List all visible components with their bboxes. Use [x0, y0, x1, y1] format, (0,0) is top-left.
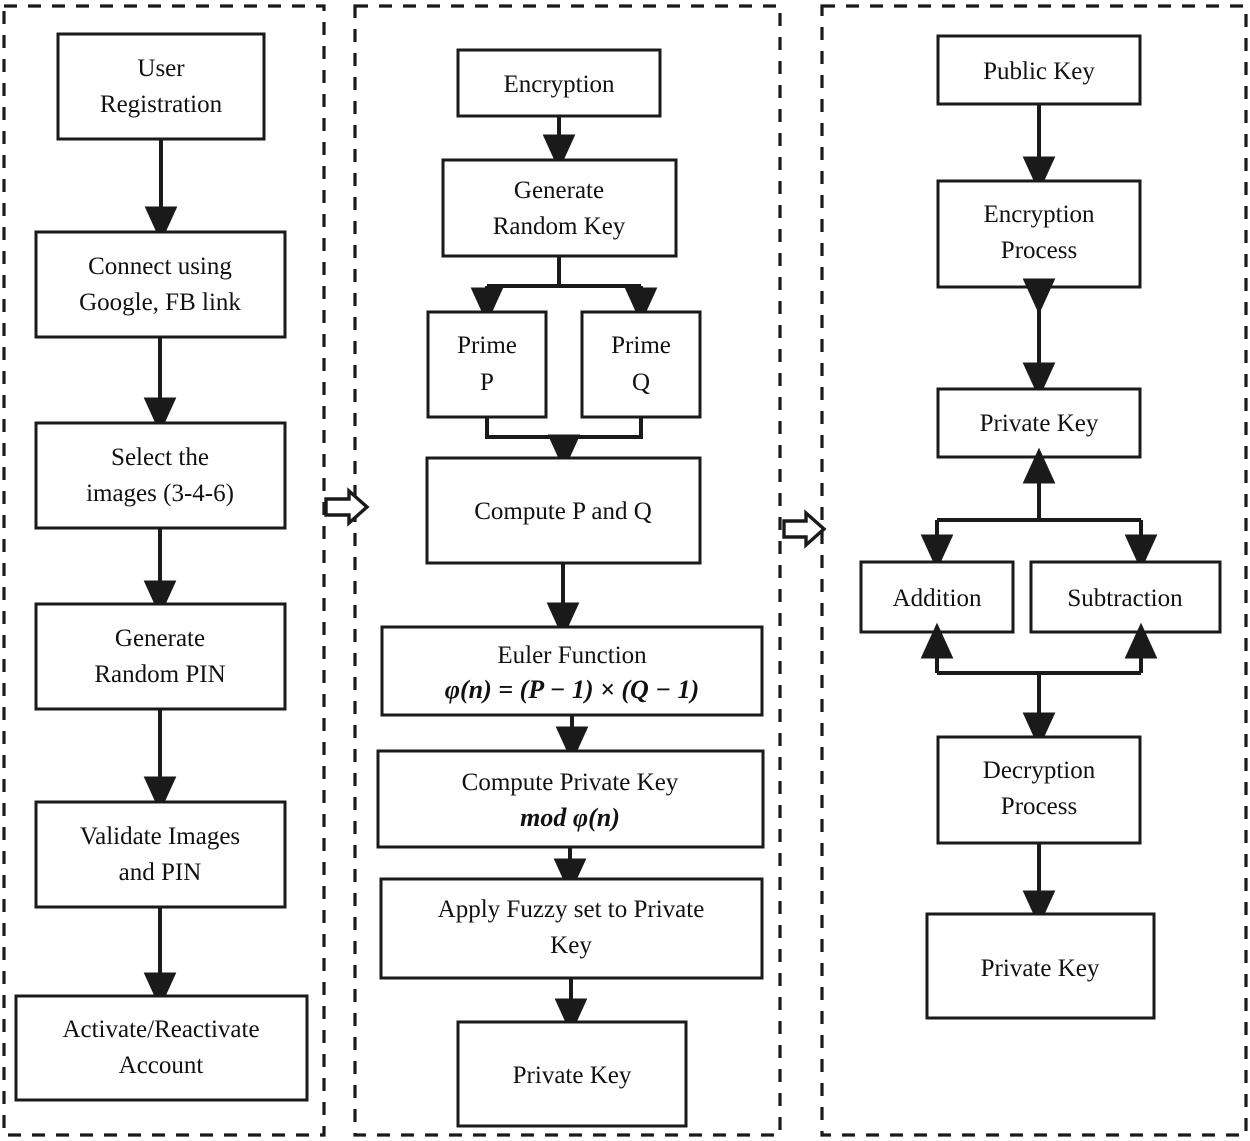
node-label: Compute Private Key	[462, 769, 679, 796]
node-prime-q[interactable]: Prime Q	[580, 310, 702, 419]
node-label: Account	[119, 1052, 204, 1079]
panel-crypto-border	[820, 4, 1248, 1137]
node-apply-fuzzy-set[interactable]: Apply Fuzzy set to Private Key	[379, 877, 764, 980]
node-label: Private Key	[980, 410, 1099, 437]
node-label: Generate	[514, 177, 604, 204]
node-encryption[interactable]: Encryption	[456, 48, 662, 118]
node-label: Encryption	[503, 71, 615, 98]
node-compute-p-and-q[interactable]: Compute P and Q	[425, 456, 702, 565]
node-label: Apply Fuzzy set to Private	[438, 896, 705, 923]
edge-primes-merge	[485, 417, 643, 439]
node-generate-random-pin[interactable]: Generate Random PIN	[34, 602, 287, 711]
node-subtraction[interactable]: Subtraction	[1029, 560, 1222, 634]
node-label: Select the	[111, 444, 209, 471]
node-label: Key	[550, 932, 592, 959]
node-label: Random Key	[493, 213, 626, 240]
node-generate-random-key[interactable]: Generate Random Key	[441, 158, 678, 258]
node-label: Addition	[893, 585, 982, 612]
node-keygen-private-key[interactable]: Private Key	[456, 1020, 688, 1128]
node-label: Process	[1001, 793, 1077, 820]
node-activate-reactivate-account[interactable]: Activate/Reactivate Account	[14, 994, 309, 1102]
node-label: Decryption	[983, 757, 1096, 784]
node-prime-p[interactable]: Prime P	[426, 310, 548, 419]
node-label: Activate/Reactivate	[62, 1016, 259, 1043]
node-formula: mod φ(n)	[520, 803, 620, 832]
node-decryption-process[interactable]: Decryption Process	[936, 735, 1142, 845]
node-label: Private Key	[981, 955, 1100, 982]
node-label: Private Key	[513, 1062, 632, 1089]
node-crypto-private-key-top[interactable]: Private Key	[936, 387, 1142, 459]
node-label: Public Key	[983, 58, 1095, 85]
panel-connector-arrow-1	[324, 487, 370, 527]
node-label: Encryption	[983, 201, 1095, 228]
node-label: Random PIN	[94, 661, 225, 688]
node-compute-private-key[interactable]: Compute Private Key mod φ(n)	[376, 749, 765, 849]
node-label: Process	[1001, 237, 1077, 264]
node-euler-function[interactable]: Euler Function φ(n) = (P − 1) × (Q − 1)	[380, 625, 764, 717]
node-label: Prime	[457, 332, 517, 359]
node-label: Connect using	[88, 253, 232, 280]
panel-keygen-border	[353, 4, 782, 1137]
node-label: Registration	[100, 91, 223, 118]
node-label: Generate	[115, 625, 205, 652]
node-select-images[interactable]: Select the images (3-4-6)	[34, 421, 287, 530]
node-formula: φ(n) = (P − 1) × (Q − 1)	[445, 675, 699, 704]
node-label: Q	[632, 369, 650, 396]
node-label: Subtraction	[1067, 585, 1183, 612]
node-label: Euler Function	[497, 642, 647, 669]
node-label: images (3-4-6)	[86, 480, 234, 507]
node-public-key[interactable]: Public Key	[936, 34, 1142, 106]
node-user-registration[interactable]: User Registration	[56, 32, 266, 141]
node-connect-using-google-fb[interactable]: Connect using Google, FB link	[34, 230, 287, 339]
node-label: Google, FB link	[79, 289, 241, 316]
node-encryption-process[interactable]: Encryption Process	[936, 179, 1142, 289]
node-label: Compute P and Q	[474, 498, 652, 525]
node-label: and PIN	[119, 859, 202, 886]
node-label: P	[480, 369, 494, 396]
node-label: Validate Images	[80, 823, 240, 850]
node-crypto-private-key-bottom[interactable]: Private Key	[925, 912, 1156, 1020]
node-label: Prime	[611, 332, 671, 359]
node-validate-images-and-pin[interactable]: Validate Images and PIN	[34, 800, 287, 909]
panel-connector-arrow-2	[782, 509, 827, 549]
node-label: User	[137, 55, 185, 82]
panel-registration-border	[2, 4, 326, 1137]
node-addition[interactable]: Addition	[859, 560, 1015, 634]
